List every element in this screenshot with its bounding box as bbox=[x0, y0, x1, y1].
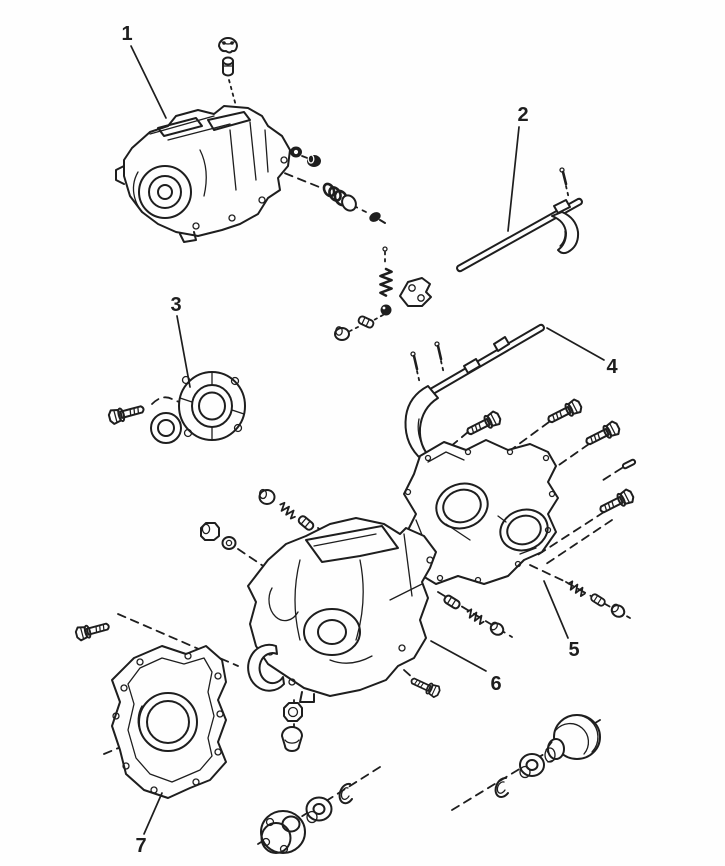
lock-nut bbox=[283, 702, 303, 722]
detent-spring bbox=[378, 246, 394, 298]
shift-bracket bbox=[399, 277, 432, 307]
filler-plug bbox=[222, 56, 234, 77]
companion-flange-rear bbox=[544, 714, 601, 763]
upper-shift-fork-and-rod bbox=[456, 167, 583, 273]
callout-label-3: 3 bbox=[170, 294, 181, 316]
c-clip bbox=[247, 643, 285, 692]
artwork-root: 1 2 3 4 5 6 7 bbox=[73, 23, 637, 857]
plug-washer bbox=[221, 536, 237, 550]
seal-washer-front bbox=[305, 796, 333, 824]
callout-leader-7 bbox=[143, 792, 163, 835]
backup-lamp-switch bbox=[322, 182, 357, 212]
callout-leader-5 bbox=[543, 580, 569, 639]
end-cover-plate bbox=[111, 645, 227, 799]
detent-cap-right bbox=[610, 603, 626, 618]
companion-flange-front bbox=[260, 810, 306, 854]
callout-leaders bbox=[130, 45, 605, 835]
detent-ball bbox=[380, 304, 392, 316]
breather-cap bbox=[218, 37, 238, 54]
dowel-pin bbox=[621, 458, 637, 470]
seal-washer-rear bbox=[519, 753, 545, 779]
callout-leader-1 bbox=[130, 45, 167, 119]
sealing-washer bbox=[290, 146, 302, 158]
pilot-bearing bbox=[150, 412, 182, 444]
detent-cap bbox=[334, 326, 350, 341]
callout-leader-6 bbox=[430, 640, 487, 672]
callout-label-7: 7 bbox=[135, 835, 146, 857]
callout-label-6: 6 bbox=[490, 673, 501, 695]
dust-plug bbox=[281, 726, 303, 752]
shift-rod-with-fork bbox=[404, 323, 545, 461]
callout-leader-2 bbox=[507, 126, 520, 232]
bearing-retainer bbox=[178, 371, 246, 441]
callout-label-4: 4 bbox=[606, 356, 618, 378]
callout-label-5: 5 bbox=[568, 639, 579, 661]
callout-leader-3 bbox=[176, 315, 191, 388]
callout-label-2: 2 bbox=[517, 104, 528, 126]
connector-tip bbox=[369, 212, 386, 224]
callout-leader-4 bbox=[546, 327, 605, 361]
callout-labels: 1 2 3 4 5 6 7 bbox=[121, 23, 618, 857]
snap-ring-front bbox=[338, 782, 353, 805]
drain-plug bbox=[307, 154, 321, 167]
transmission-case-assembly bbox=[115, 105, 291, 243]
intermediate-case-plate bbox=[403, 439, 559, 585]
detent-cap-left bbox=[258, 488, 276, 505]
interlock-cap bbox=[489, 621, 505, 636]
callout-label-1: 1 bbox=[121, 23, 132, 45]
oil-plug bbox=[200, 522, 220, 541]
snap-ring-rear bbox=[494, 776, 509, 798]
